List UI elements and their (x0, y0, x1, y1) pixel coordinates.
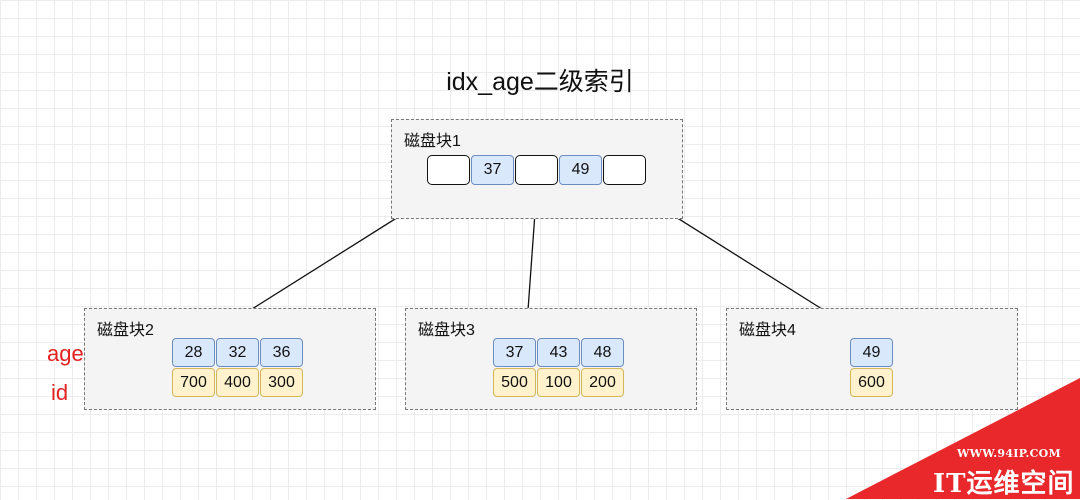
diagram-title: idx_age二级索引 (446, 68, 634, 96)
leaf3-id-3: 200 (581, 368, 624, 397)
leaf2-id-3: 300 (260, 368, 303, 397)
leaf2-age-1: 28 (172, 338, 215, 367)
leaf2-id-2: 400 (216, 368, 259, 397)
leaf3-age-1: 37 (493, 338, 536, 367)
root-key-2: 49 (559, 155, 602, 185)
root-pointer-2 (515, 155, 558, 185)
leaf3-id-1: 500 (493, 368, 536, 397)
leaf4-id-1: 600 (850, 368, 893, 397)
leaf-block-3-label: 磁盘块3 (418, 322, 475, 339)
leaf4-age-1: 49 (850, 338, 893, 367)
leaf2-age-3: 36 (260, 338, 303, 367)
leaf-block-4-label: 磁盘块4 (739, 322, 796, 339)
leaf3-age-2: 43 (537, 338, 580, 367)
root-pointer-3 (603, 155, 646, 185)
leaf3-age-3: 48 (581, 338, 624, 367)
root-key-1: 37 (471, 155, 514, 185)
root-pointer-1 (427, 155, 470, 185)
root-block-label: 磁盘块1 (404, 133, 461, 150)
leaf2-age-2: 32 (216, 338, 259, 367)
leaf2-id-1: 700 (172, 368, 215, 397)
id-annotation: id (51, 380, 69, 405)
leaf-block-2-label: 磁盘块2 (97, 322, 154, 339)
leaf3-id-2: 100 (537, 368, 580, 397)
age-annotation: age (47, 341, 84, 366)
